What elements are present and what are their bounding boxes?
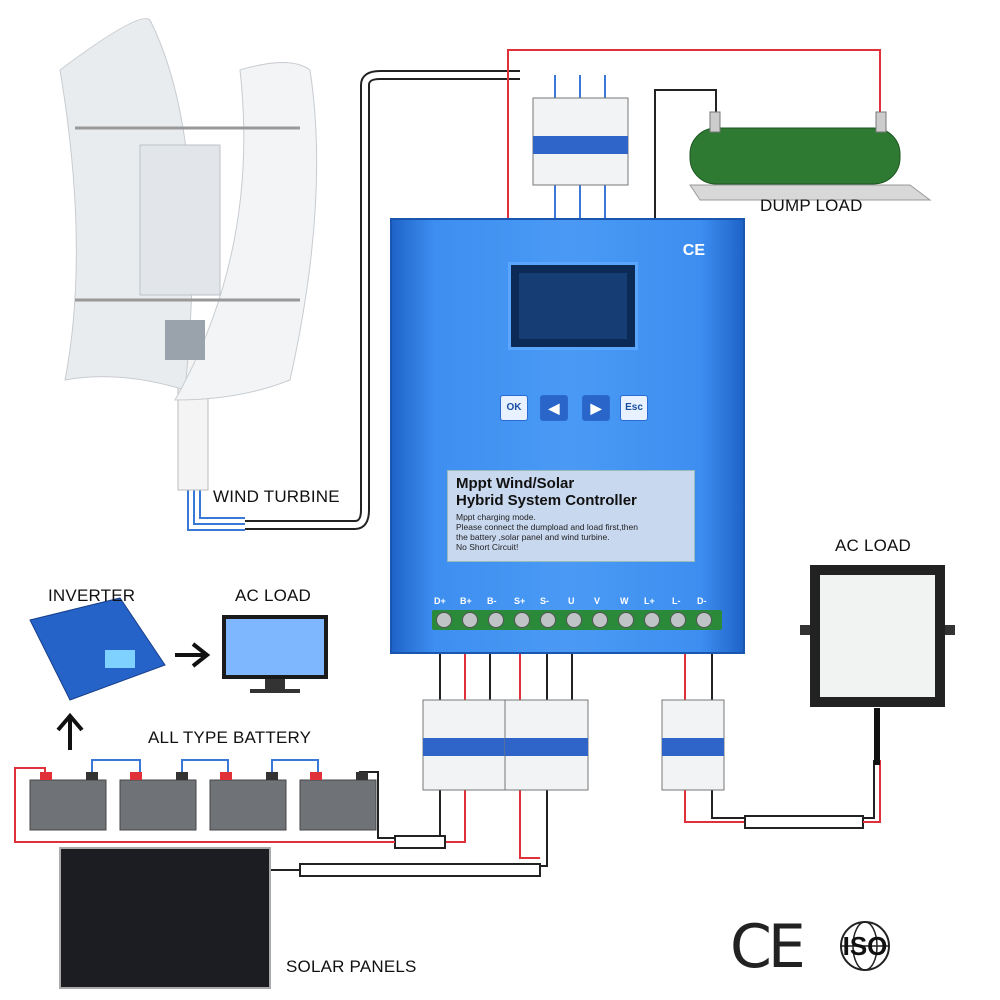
terminal-block bbox=[432, 610, 722, 630]
terminal-label-s-minus: S- bbox=[540, 596, 549, 606]
breaker-solar bbox=[504, 699, 589, 791]
esc-button[interactable]: Esc bbox=[620, 395, 648, 421]
right-arrow-button[interactable]: ▶ bbox=[582, 395, 610, 421]
terminal-label-v: V bbox=[594, 596, 601, 606]
arrow-up-icon bbox=[56, 712, 84, 750]
solar-panel-illustration bbox=[59, 847, 271, 989]
wind-turbine-illustration bbox=[59, 18, 318, 491]
solar-panels-label: SOLAR PANELS bbox=[286, 957, 417, 976]
inverter-label: INVERTER bbox=[48, 586, 136, 605]
ok-button[interactable]: OK bbox=[500, 395, 528, 421]
terminal-label-b-minus: B- bbox=[487, 596, 497, 606]
breaker-load bbox=[661, 699, 725, 791]
ac-load-left-label: AC LOAD bbox=[235, 586, 312, 605]
controller-title-line2: Hybrid System Controller bbox=[456, 492, 637, 509]
ce-logo: CE bbox=[730, 912, 806, 982]
controller-note-2: Please connect the dumpload and load fir… bbox=[456, 522, 638, 532]
controller-title-line1: Mppt Wind/Solar bbox=[456, 475, 575, 492]
breaker-top bbox=[532, 97, 629, 186]
controller-note-3: the battery ,solar panel and wind turbin… bbox=[456, 532, 610, 542]
terminal-label-l-plus: L+ bbox=[644, 596, 655, 606]
iso-text: ISO bbox=[843, 931, 888, 961]
terminal-label-l-minus: L- bbox=[672, 596, 681, 606]
controller-lcd-screen bbox=[508, 262, 638, 350]
controller-ce-mark: CE bbox=[682, 242, 705, 259]
hybrid-controller: CE OK ◀ ▶ Esc Mppt Wind/Solar Hybrid Sys… bbox=[390, 218, 745, 654]
terminal-label-u: U bbox=[568, 596, 575, 606]
terminal-label-b-plus: B+ bbox=[460, 596, 472, 606]
battery-bank bbox=[29, 772, 377, 831]
inverter-illustration bbox=[29, 597, 166, 701]
controller-note-1: Mppt charging mode. bbox=[456, 512, 536, 522]
wind-turbine-label: WIND TURBINE bbox=[213, 487, 340, 506]
dump-load-label: DUMP LOAD bbox=[760, 196, 863, 215]
ac-load-right-label: AC LOAD bbox=[835, 536, 912, 555]
terminal-label-d-minus: D- bbox=[697, 596, 707, 606]
battery-label: ALL TYPE BATTERY bbox=[148, 728, 312, 747]
led-panel-illustration bbox=[800, 565, 955, 707]
terminal-label-w: W bbox=[620, 596, 629, 606]
tv-monitor-illustration bbox=[222, 615, 328, 693]
terminal-label-s-plus: S+ bbox=[514, 596, 526, 606]
left-arrow-button[interactable]: ◀ bbox=[540, 395, 568, 421]
controller-spec-label: Mppt Wind/Solar Hybrid System Controller… bbox=[447, 470, 695, 562]
breaker-battery bbox=[422, 699, 507, 791]
iso-logo: ISO bbox=[830, 920, 900, 972]
controller-note-4: No Short Circuit! bbox=[456, 542, 519, 552]
terminal-label-d-plus: D+ bbox=[434, 596, 446, 606]
dump-load-resistor bbox=[689, 111, 932, 201]
arrow-right-icon bbox=[175, 642, 211, 668]
